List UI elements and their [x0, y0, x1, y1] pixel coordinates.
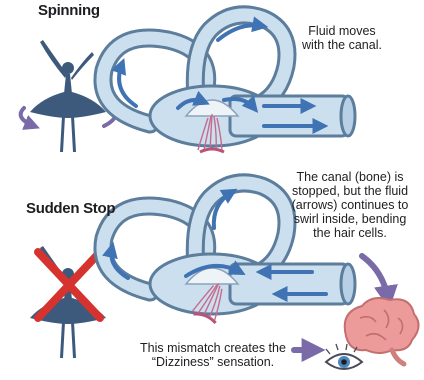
- ballerina-icon: [30, 40, 106, 152]
- brain-icon: [345, 298, 419, 364]
- sudden-stop-caption: The canal (bone) is stopped, but the flu…: [276, 170, 424, 240]
- spinning-heading: Spinning: [38, 2, 100, 19]
- eye-icon: [326, 344, 362, 369]
- mismatch-caption: This mismatch creates the “Dizziness” se…: [130, 341, 296, 369]
- sudden-stop-heading: Sudden Stop: [26, 200, 115, 217]
- spinning-caption: Fluid moves with the canal.: [286, 24, 398, 52]
